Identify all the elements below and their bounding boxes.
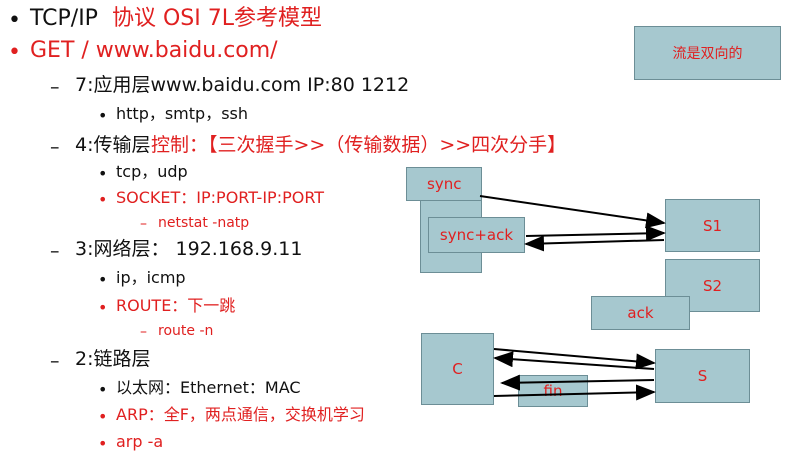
- arrow-syncack-back: [524, 235, 665, 252]
- sync-label: sync: [427, 175, 462, 193]
- s-box: S: [655, 349, 750, 403]
- arrow-c-s-2: [493, 384, 656, 401]
- bullet-dot: •: [8, 40, 21, 65]
- socket-line: SOCKET：IP:PORT-IP:PORT: [116, 188, 325, 207]
- title-tcpip: TCP/IP: [30, 6, 98, 31]
- bullet-dot: •: [98, 298, 108, 317]
- ack-box: ack: [591, 296, 690, 330]
- bullet-dot: •: [98, 106, 108, 125]
- ack-label: ack: [627, 304, 654, 322]
- dash: –: [50, 76, 60, 98]
- dash: –: [50, 240, 60, 262]
- fin-box: fin: [518, 375, 588, 407]
- dash: –: [140, 216, 147, 232]
- layer-7: 7:应用层www.baidu.com IP:80 1212: [75, 74, 410, 96]
- layer-4: 4:传输层: [75, 134, 151, 156]
- arrow-s-c-1: [493, 351, 655, 370]
- handshake-note: 控制：【三次握手>>（传输数据）>>四次分手】: [151, 134, 567, 156]
- sync-box: sync: [406, 167, 482, 201]
- c-box: C: [421, 333, 494, 405]
- get-url: GET / www.baidu.com/: [30, 38, 278, 63]
- network-protocols: ip，icmp: [116, 268, 186, 287]
- dash: –: [50, 350, 60, 372]
- c-label: C: [452, 360, 463, 378]
- dash: –: [50, 136, 60, 158]
- s-label: S: [697, 367, 708, 385]
- syncack-label: sync+ack: [439, 226, 514, 244]
- note-box: 流是双向的: [634, 26, 781, 80]
- route-cmd: route -n: [158, 323, 214, 339]
- bullet-dot: •: [98, 270, 108, 289]
- app-protocols: http，smtp，ssh: [116, 104, 249, 123]
- dash: –: [140, 324, 147, 340]
- s1-label: S1: [702, 216, 723, 235]
- layer-3: 3:网络层： 192.168.9.11: [75, 238, 303, 260]
- bullet-dot: •: [8, 8, 21, 33]
- syncack-box: sync+ack: [428, 217, 525, 253]
- arrow-syncack-out: [525, 225, 666, 242]
- title-osi: 协议 OSI 7L参考模型: [112, 6, 323, 31]
- arrow-s-c-2: [500, 374, 655, 391]
- netstat-cmd: netstat -natp: [158, 215, 250, 231]
- ethernet-line: 以太网：Ethernet：MAC: [116, 378, 301, 397]
- bullet-dot: •: [98, 164, 108, 183]
- note-label: 流是双向的: [672, 46, 743, 62]
- transport-protocols: tcp，udp: [116, 162, 188, 181]
- arp-cmd: arp -a: [116, 432, 164, 451]
- layer-2: 2:链路层: [75, 348, 151, 370]
- arrow-c-s-1: [493, 348, 656, 370]
- arrow-sync: [479, 195, 666, 229]
- bullet-dot: •: [98, 190, 108, 209]
- bullet-dot: •: [98, 407, 108, 426]
- bullet-dot: •: [98, 380, 108, 399]
- arp-line: ARP：全F，两点通信，交换机学习: [116, 405, 365, 424]
- bullet-dot: •: [98, 434, 108, 453]
- s2-label: S2: [702, 276, 723, 295]
- route-line: ROUTE：下一跳: [116, 296, 236, 315]
